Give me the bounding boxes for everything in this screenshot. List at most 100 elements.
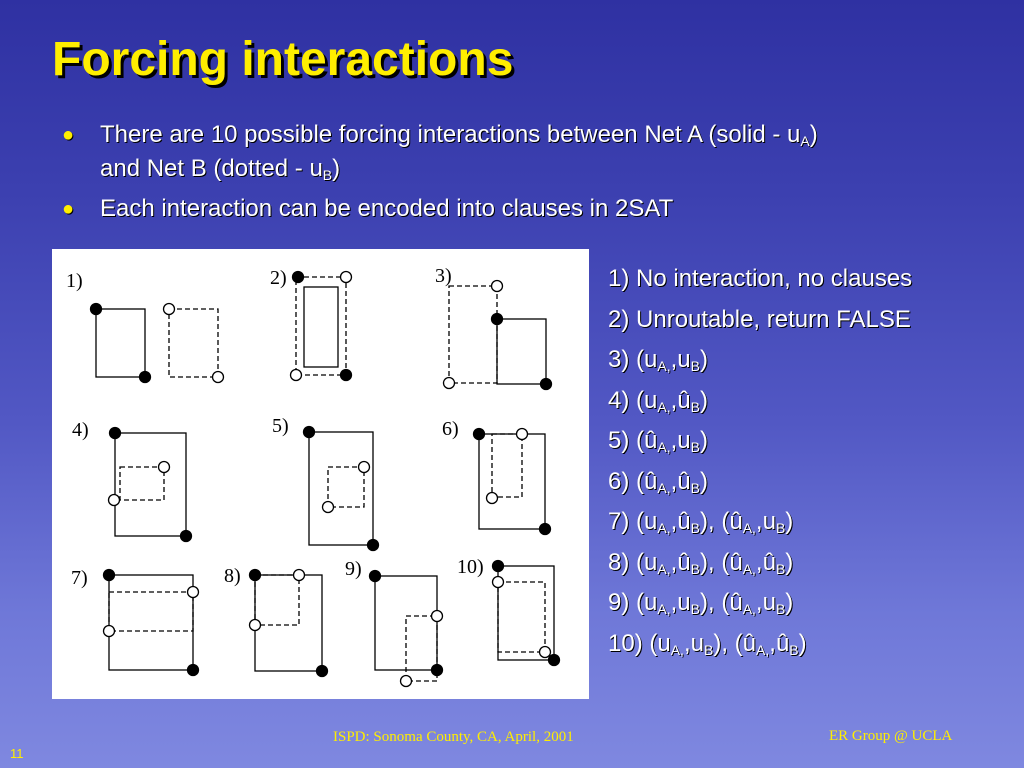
clause-item: 6) (ûA,,ûB): [608, 467, 708, 496]
slide-title: Forcing interactions: [52, 33, 514, 86]
clause-number: 3): [608, 346, 630, 373]
clause-item: 2) Unroutable, return FALSE: [608, 303, 1008, 344]
literal-var: û: [677, 467, 691, 495]
literal-net: A,: [742, 560, 756, 577]
literal-var: û: [729, 548, 743, 576]
clause-number: 5): [608, 427, 630, 454]
bullet-list: ● There are 10 possible forcing interact…: [60, 118, 980, 226]
literal-var: û: [677, 386, 691, 414]
clause-item: 4) (uA,,ûB): [608, 386, 708, 415]
literal-var: û: [729, 589, 743, 616]
literal-var: u: [644, 346, 658, 373]
diagram-5: [302, 425, 380, 552]
literal-net: B: [775, 520, 786, 536]
bullet-item: ● There are 10 possible forcing interact…: [60, 118, 980, 186]
literal-var: û: [742, 629, 757, 657]
clause-number: 8): [608, 548, 630, 576]
diagram-6: [472, 427, 552, 536]
diagram-label: 5): [272, 415, 289, 437]
literal-net: B: [690, 398, 700, 415]
clause-text: No interaction, no clauses: [636, 265, 913, 292]
diagram-label: 7): [71, 567, 88, 589]
diagram-2: [289, 270, 353, 382]
footer-group: ER Group @ UCLA: [829, 728, 953, 744]
diagram-10: [491, 559, 561, 667]
diagram-label: 2): [270, 267, 287, 289]
literal-net: B: [690, 520, 700, 536]
literal-net: B: [775, 560, 786, 577]
diagram-3: [442, 279, 553, 391]
literal-var: û: [775, 629, 790, 657]
diagram-label: 9): [345, 558, 362, 580]
literal-var: u: [657, 629, 671, 657]
literal-net: B: [703, 641, 714, 658]
diagram-label: 8): [224, 565, 241, 587]
literal-var: u: [762, 589, 776, 616]
clause-number: 10): [608, 629, 643, 657]
diagram-label: 4): [72, 419, 89, 441]
literal-net: A,: [657, 479, 671, 496]
literal-net: A,: [657, 398, 671, 415]
literal-net: A,: [657, 358, 671, 374]
literal-net: A,: [742, 601, 756, 617]
literal-net: B: [690, 601, 700, 617]
literal-net: B: [690, 439, 700, 455]
literal-var: u: [644, 548, 658, 576]
literal-var: û: [729, 508, 743, 535]
literal-var: û: [762, 548, 776, 576]
literal-var: u: [690, 629, 704, 657]
literal-net: B: [690, 358, 700, 374]
clause-number: 2): [608, 305, 630, 333]
literal-net: A,: [657, 560, 671, 577]
literal-net: A,: [657, 439, 671, 455]
clause-item: 9) (uA,,uB), (ûA,,uB): [608, 589, 794, 617]
literal-net: B: [690, 560, 700, 577]
literal-net: B: [690, 479, 700, 496]
clause-item: 1) No interaction, no clauses: [608, 262, 1008, 303]
clause-item: 3) (uA,,uB): [608, 346, 708, 374]
clause-number: 9): [608, 589, 630, 616]
diagram-9: [368, 569, 444, 688]
diagram-label: 3): [435, 265, 452, 287]
clause-number: 1): [608, 265, 630, 292]
literal-var: û: [644, 467, 658, 495]
clause-item: 5) (ûA,,uB): [608, 427, 708, 455]
literal-net: B: [775, 601, 786, 617]
literal-var: u: [677, 427, 691, 454]
diagram-4: [107, 426, 193, 543]
literal-var: u: [644, 589, 658, 616]
literal-net: A,: [756, 641, 770, 658]
literal-net: A,: [657, 520, 671, 536]
page-number: 11: [10, 746, 24, 761]
literal-net: A,: [742, 520, 756, 536]
clause-number: 4): [608, 386, 630, 414]
literal-net: A,: [657, 601, 671, 617]
diagram-1: [89, 302, 225, 384]
literal-var: u: [762, 508, 776, 535]
literal-net: B: [789, 641, 799, 658]
literal-var: u: [644, 508, 658, 535]
literal-var: û: [677, 508, 691, 535]
clause-item: 10) (uA,,uB), (ûA,,ûB): [608, 629, 807, 658]
bullet-dot-icon: ●: [62, 198, 75, 220]
literal-var: u: [677, 589, 691, 616]
clause-number: 7): [608, 508, 630, 535]
diagram-label: 6): [442, 418, 459, 440]
clause-item: 8) (uA,,ûB), (ûA,,ûB): [608, 548, 794, 577]
diagram-7: [102, 568, 200, 677]
diagram-8: [248, 568, 329, 678]
literal-var: u: [677, 346, 691, 373]
diagram-label: 1): [66, 270, 83, 292]
bullet-dot-icon: ●: [62, 124, 75, 146]
interaction-diagrams: 1) 2) 3) 4) 5) 6) 7) 8) 9) 10): [52, 249, 589, 699]
literal-net: A,: [670, 641, 684, 658]
bullet-item: ● Each interaction can be encoded into c…: [60, 192, 980, 226]
literal-var: û: [677, 548, 691, 576]
clause-item: 7) (uA,,ûB), (ûA,,uB): [608, 508, 794, 536]
clause-number: 6): [608, 467, 630, 495]
diagram-label: 10): [457, 556, 484, 578]
literal-var: u: [644, 386, 658, 414]
literal-var: û: [644, 427, 658, 454]
clause-text: Unroutable, return FALSE: [636, 305, 911, 333]
